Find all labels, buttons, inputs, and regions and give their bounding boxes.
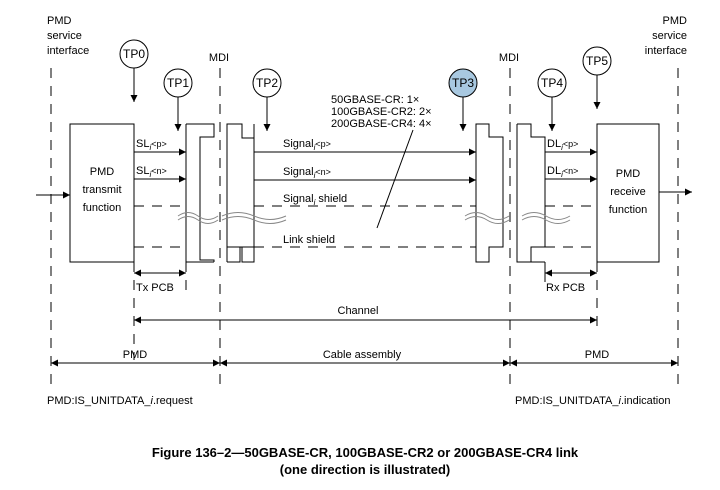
receive-label-2: receive bbox=[610, 186, 645, 198]
dl-p-label: DLi<p> bbox=[547, 138, 578, 152]
rx-connector-plug bbox=[516, 123, 546, 263]
right-interface-label-2: service bbox=[652, 30, 687, 42]
tp3: TP3 bbox=[448, 68, 478, 131]
mdi-left-label: MDI bbox=[209, 52, 229, 64]
break-mark-cable-left bbox=[221, 212, 287, 220]
sl-n-label: SLi<n> bbox=[136, 165, 167, 179]
break-mark-rx-2 bbox=[521, 216, 571, 224]
link-shield-label: Link shield bbox=[283, 234, 335, 246]
pmd-receive-block bbox=[596, 123, 660, 263]
lane-note-1: 50GBASE-CR: 1× bbox=[331, 94, 419, 106]
signal-n-label: Signali<n> bbox=[283, 166, 331, 180]
break-mark-tx-2 bbox=[177, 216, 219, 224]
request-primitive: PMD:IS_UNITDATA_i.request bbox=[47, 395, 193, 407]
tx-pcb-label: Tx PCB bbox=[136, 282, 174, 294]
pmd-right-label: PMD bbox=[585, 349, 610, 361]
rx-pcb-label: Rx PCB bbox=[546, 282, 585, 294]
cable-assembly-label: Cable assembly bbox=[323, 349, 402, 361]
tp5: TP5 bbox=[582, 46, 612, 109]
left-interface-label-3: interface bbox=[47, 45, 89, 57]
tp1: TP1 bbox=[163, 68, 193, 131]
signal-p-label: Signali<p> bbox=[283, 138, 331, 152]
tp4: TP4 bbox=[537, 68, 567, 131]
figure-caption: Figure 136–2—50GBASE-CR, 100GBASE-CR2 or… bbox=[152, 445, 579, 460]
tp3-label: TP3 bbox=[452, 76, 474, 90]
cable-connector-left-bottom bbox=[227, 246, 254, 263]
pmd-transmit-block bbox=[69, 123, 135, 263]
cable-connector-left-top bbox=[227, 123, 254, 139]
tp1-label: TP1 bbox=[167, 76, 189, 90]
tp4-label: TP4 bbox=[541, 76, 563, 90]
break-mark-cable-right-2 bbox=[464, 216, 510, 224]
lane-note-2: 100GBASE-CR2: 2× bbox=[331, 106, 432, 118]
tp5-label: TP5 bbox=[586, 54, 608, 68]
receive-label-3: function bbox=[609, 204, 648, 216]
cable-connector-right bbox=[475, 123, 504, 263]
tx-connector-plug bbox=[185, 123, 215, 263]
tp0-label: TP0 bbox=[123, 47, 145, 61]
break-mark-cable-right bbox=[464, 212, 510, 220]
break-marks bbox=[177, 212, 571, 224]
figure-caption-subtitle: (one direction is illustrated) bbox=[280, 462, 450, 477]
dl-n-label: DLi<n> bbox=[547, 165, 578, 179]
transmit-label-3: function bbox=[83, 202, 122, 214]
break-mark-cable-left-2 bbox=[221, 216, 287, 224]
right-interface-label-1: PMD bbox=[663, 15, 688, 27]
break-mark-rx bbox=[521, 212, 571, 220]
receive-label-1: PMD bbox=[616, 168, 641, 180]
break-mark-tx bbox=[177, 212, 219, 220]
left-interface-label-2: service bbox=[47, 30, 82, 42]
tp2: TP2 bbox=[252, 68, 282, 131]
mdi-right-label: MDI bbox=[499, 52, 519, 64]
channel-label: Channel bbox=[338, 305, 379, 317]
lane-note-leader bbox=[376, 129, 414, 229]
transmit-label-2: transmit bbox=[82, 184, 121, 196]
left-interface-label-1: PMD bbox=[47, 15, 72, 27]
cable-connector-left bbox=[226, 123, 255, 263]
pmd-left-label: PMD bbox=[123, 349, 148, 361]
tp2-label: TP2 bbox=[256, 76, 278, 90]
tp0: TP0 bbox=[119, 39, 149, 102]
transmit-label-1: PMD bbox=[90, 166, 115, 178]
lane-note-3: 200GBASE-CR4: 4× bbox=[331, 118, 432, 130]
indication-primitive: PMD:IS_UNITDATA_i.indication bbox=[515, 395, 671, 407]
right-interface-label-3: interface bbox=[645, 45, 687, 57]
signal-shield-label: Signali shield bbox=[283, 193, 347, 207]
sl-p-label: SLi<p> bbox=[136, 138, 167, 152]
